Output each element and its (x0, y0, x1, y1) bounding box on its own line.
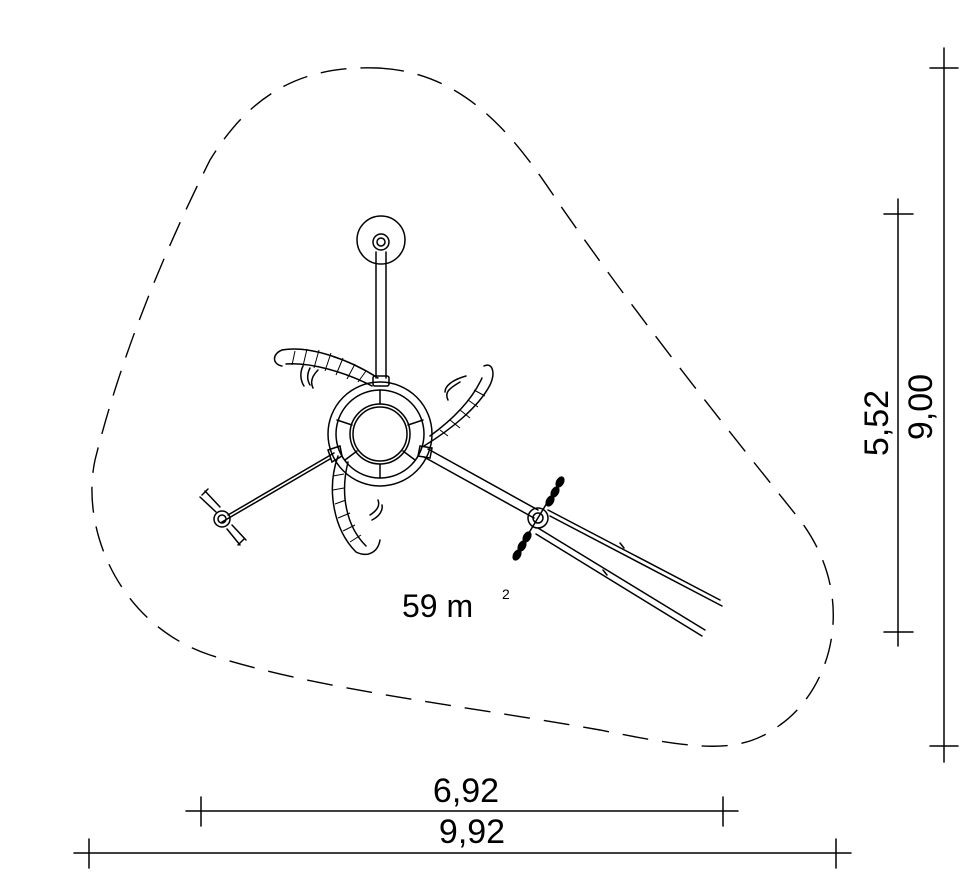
southeast-arm (417, 445, 723, 637)
north-arm (356, 215, 406, 387)
inner-width-label: 6,92 (433, 772, 499, 810)
curved-ladder-northwest (273, 348, 379, 389)
outer-width-label: 9,92 (439, 813, 505, 851)
curved-ladder-south (331, 455, 383, 556)
inner-height-dimension (883, 198, 914, 647)
west-arm (199, 445, 343, 546)
safety-zone-boundary (91, 67, 834, 747)
inner-height-label: 5,52 (858, 390, 896, 456)
central-hub (327, 381, 433, 487)
curved-ladder-east (423, 364, 494, 447)
area-label: 59 m (402, 588, 473, 624)
outer-height-dimension (929, 47, 959, 763)
outer-height-label: 9,00 (902, 374, 940, 440)
chain-climber (512, 476, 565, 561)
outer-width-dimension (73, 838, 852, 869)
area-unit-superscript: 2 (502, 586, 510, 602)
inner-width-dimension (185, 796, 739, 827)
